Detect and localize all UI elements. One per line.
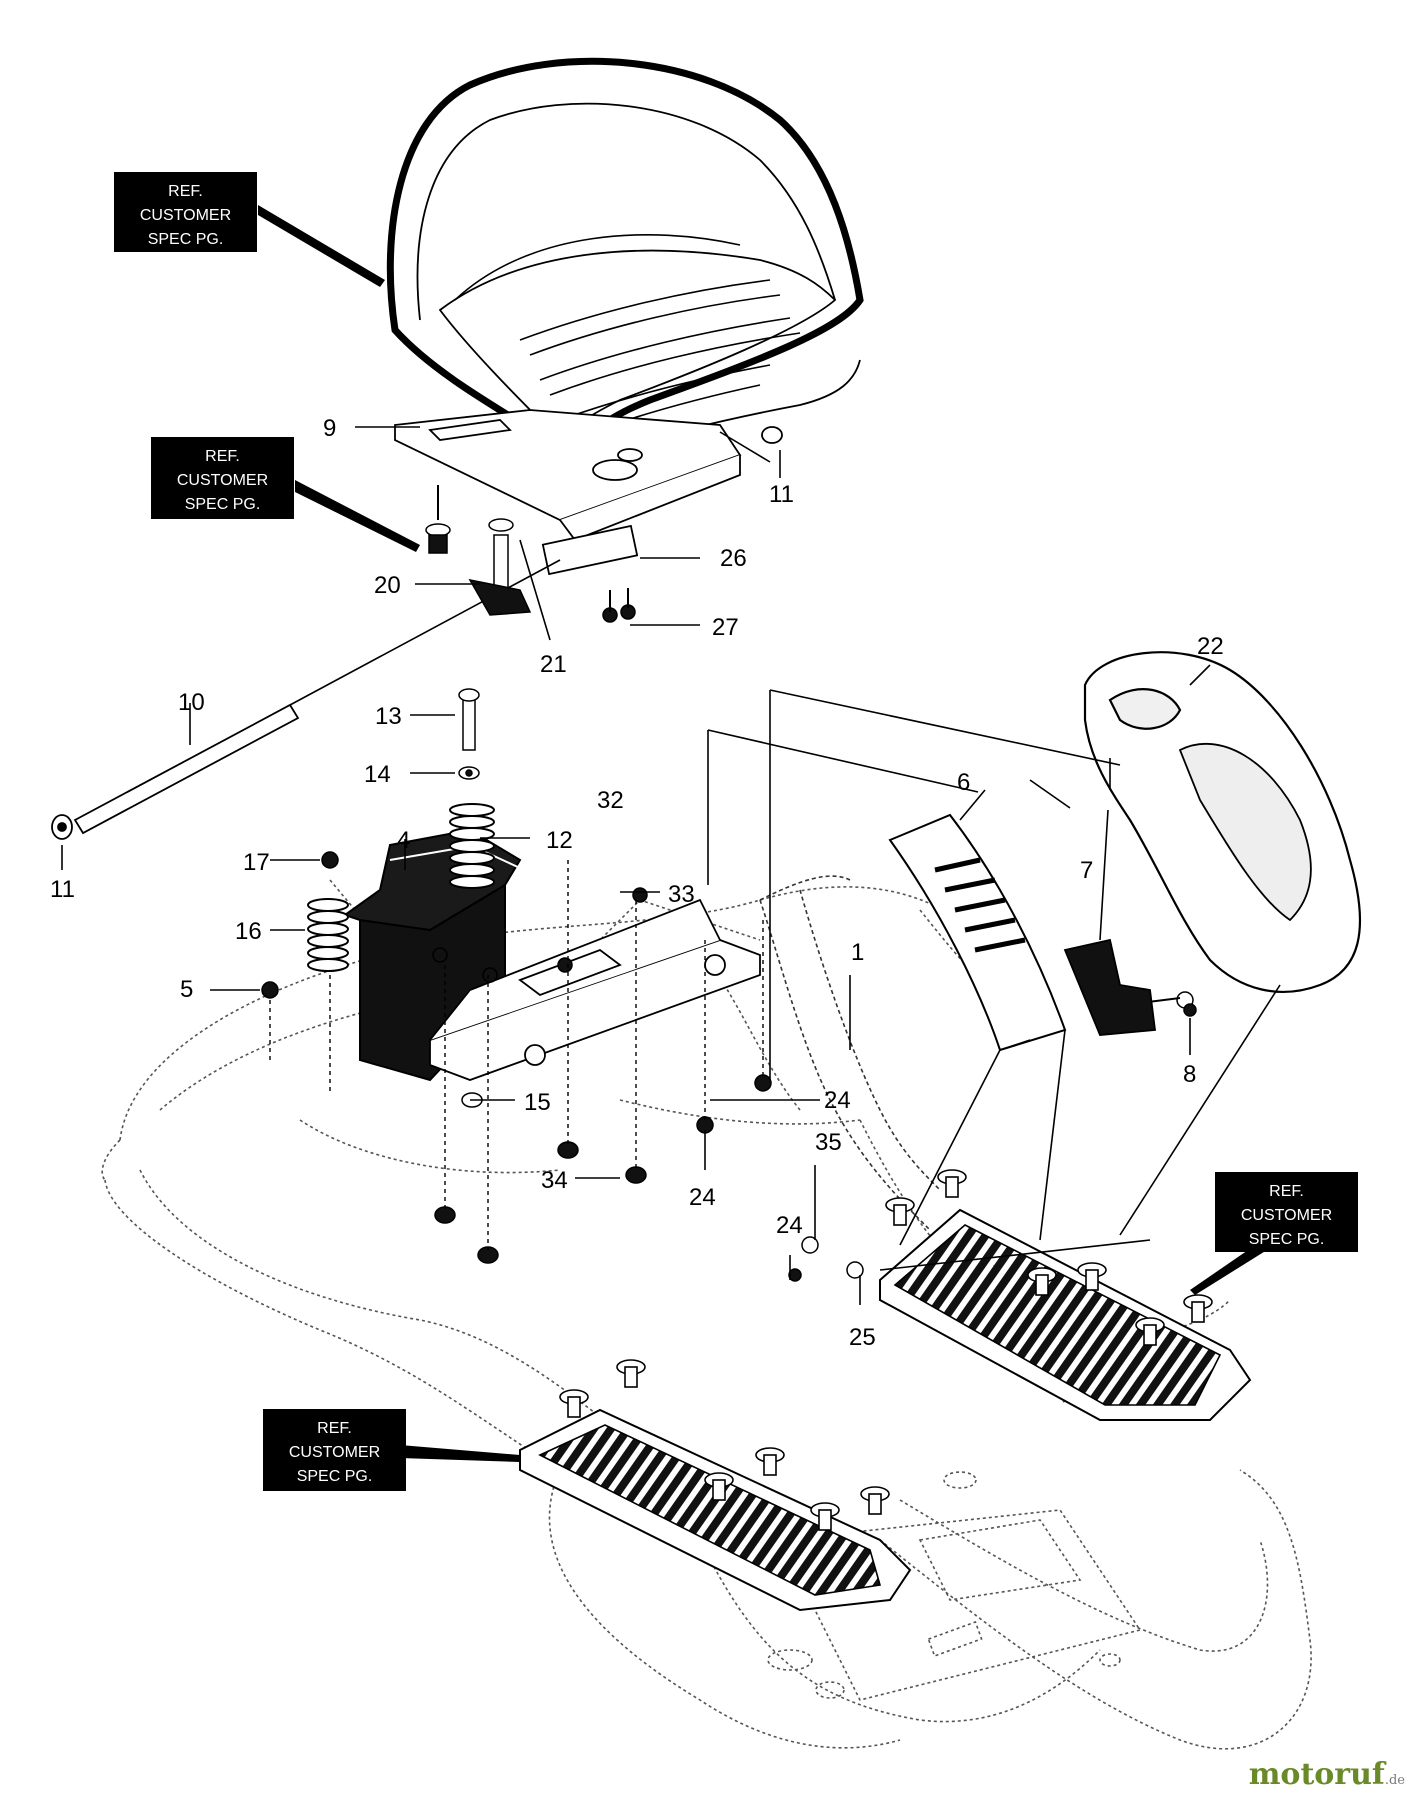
spring-16 (307, 898, 349, 972)
callout-9: 9 (323, 415, 336, 442)
callout-32: 32 (597, 787, 624, 814)
ref-label-line3: SPEC PG. (1248, 1231, 1325, 1248)
callout-11-left: 11 (50, 876, 75, 903)
ref-customer-spec-box-left-footrest: REF. CUSTOMER SPEC PG. (263, 1409, 406, 1491)
callout-34: 34 (541, 1167, 568, 1194)
callout-24-c: 24 (776, 1212, 803, 1239)
seat-pan (394, 409, 783, 576)
callout-15: 15 (524, 1089, 551, 1116)
ref-label-line2: CUSTOMER (288, 1444, 381, 1461)
callout-6: 6 (957, 769, 970, 796)
ref-label-line1: REF. (317, 1420, 352, 1437)
ref-label-line3: SPEC PG. (184, 496, 261, 513)
hardware (261, 485, 1197, 1282)
ref-label-line3: SPEC PG. (296, 1468, 373, 1485)
ref-label-line2: CUSTOMER (1240, 1207, 1333, 1224)
callout-24-b: 24 (689, 1184, 716, 1211)
callout-25: 25 (849, 1324, 876, 1351)
callout-8: 8 (1183, 1061, 1196, 1088)
watermark: motoruf.de (1249, 1757, 1405, 1792)
ref-customer-spec-box-seat: REF. CUSTOMER SPEC PG. (114, 172, 257, 252)
fastener-lines (269, 860, 764, 1250)
left-footrest (519, 1408, 912, 1612)
callout-5: 5 (180, 976, 193, 1003)
callout-26: 26 (720, 545, 747, 572)
callout-21: 21 (540, 651, 567, 678)
right-footrest (879, 1208, 1252, 1421)
ref-customer-spec-box-pan: REF. CUSTOMER SPEC PG. (151, 437, 294, 519)
seat-rod (51, 559, 561, 840)
spring-12 (449, 803, 495, 889)
callout-33: 33 (668, 881, 695, 908)
seat (386, 57, 864, 467)
fender-liner (888, 813, 1067, 1052)
callout-20: 20 (374, 572, 401, 599)
callout-16: 16 (235, 918, 262, 945)
fender (759, 875, 941, 1231)
callout-1: 1 (851, 939, 864, 966)
callout-13: 13 (375, 703, 402, 730)
callout-14: 14 (364, 761, 391, 788)
ref-label-line2: CUSTOMER (176, 472, 269, 489)
callout-35: 35 (815, 1129, 842, 1156)
watermark-brand: motoruf (1248, 1757, 1385, 1792)
callout-10: 10 (178, 689, 205, 716)
callout-4: 4 (397, 827, 410, 854)
callout-7: 7 (1080, 857, 1093, 884)
ref-label-line1: REF. (1269, 1183, 1304, 1200)
watermark-tld: .de (1384, 1773, 1405, 1788)
ref-label-line3: SPEC PG. (147, 231, 224, 248)
callout-labels: 1 4 5 6 7 8 9 10 11 11 12 13 14 15 16 17… (50, 415, 1224, 1351)
callout-22: 22 (1197, 633, 1224, 660)
ref-label-line2: CUSTOMER (139, 207, 232, 224)
ref-pointers (258, 205, 1275, 1462)
battery-tray (429, 898, 761, 1081)
callout-17: 17 (243, 849, 270, 876)
callout-11-top: 11 (769, 481, 794, 508)
fender-pad (1063, 938, 1157, 1036)
ref-label-line1: REF. (205, 448, 240, 465)
console (1083, 651, 1362, 993)
ref-customer-spec-box-right-footrest: REF. CUSTOMER SPEC PG. (1215, 1172, 1358, 1252)
leader-lines (61, 426, 1281, 1305)
callout-27: 27 (712, 614, 739, 641)
push-pins (559, 1169, 1213, 1531)
callout-12: 12 (546, 827, 573, 854)
ref-label-line1: REF. (168, 183, 203, 200)
callout-24-a: 24 (824, 1087, 851, 1114)
